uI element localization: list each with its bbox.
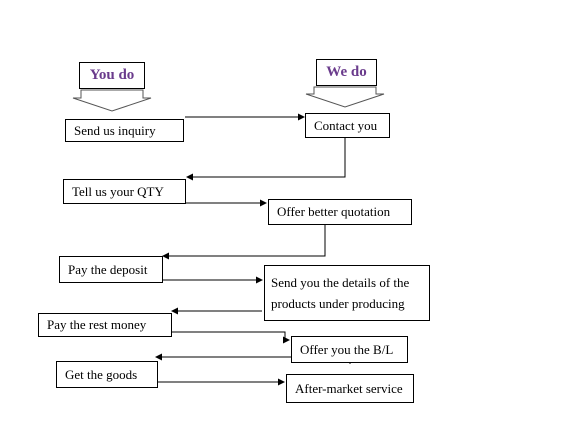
step-better-quotation: Offer better quotation <box>268 199 412 225</box>
step-contact-you: Contact you <box>305 113 390 138</box>
you-do-chevron <box>72 89 152 112</box>
step-after-market: After-market service <box>286 374 414 403</box>
you-do-header: You do <box>79 62 145 89</box>
step-tell-qty: Tell us your QTY <box>63 179 186 204</box>
step-pay-rest: Pay the rest money <box>38 313 172 337</box>
step-pay-deposit: Pay the deposit <box>59 256 163 283</box>
arrow-quotation-to-deposit <box>162 225 326 260</box>
step-get-goods: Get the goods <box>56 361 158 388</box>
step-send-details: Send you the details of the products und… <box>264 265 430 321</box>
arrow-rest-to-bl <box>172 331 290 344</box>
step-offer-bl: Offer you the B/L <box>291 336 408 363</box>
we-do-header: We do <box>316 59 377 86</box>
step-send-inquiry: Send us inquiry <box>65 119 184 142</box>
we-do-chevron <box>305 86 385 108</box>
arrow-contact-to-qty <box>186 138 346 181</box>
